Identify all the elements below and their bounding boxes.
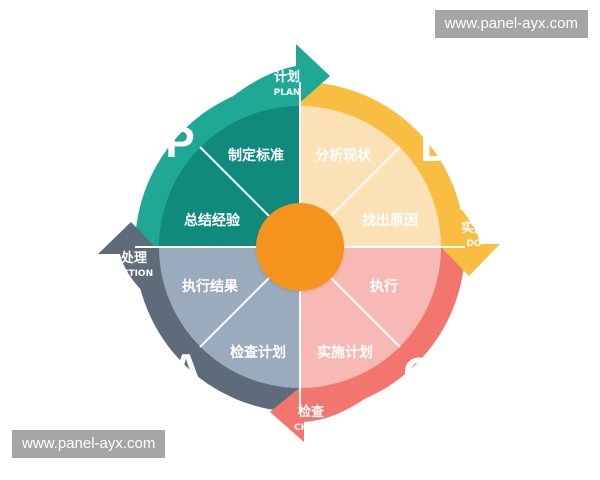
label-action-cn: 处理 <box>120 250 147 266</box>
label-action-en: ACTION <box>115 269 153 279</box>
letter-p: P <box>165 118 194 167</box>
label-plan-cn: 计划 <box>274 69 300 85</box>
label-do-cn: 实施 <box>461 220 487 236</box>
seg-action-2: 执行结果 <box>182 278 239 295</box>
arrow-check <box>270 378 370 442</box>
segment-labels: 制定标准 总结经验 分析现状 找出原因 执行 实施计划 检查计划 执行结果 <box>182 147 418 361</box>
phase-letters: P D C A <box>165 118 452 398</box>
label-check-en: CHECK <box>294 423 329 433</box>
watermark-bottom: www.panel-ayx.com <box>12 430 166 458</box>
seg-plan-2: 总结经验 <box>184 212 241 229</box>
center-circle <box>256 203 344 291</box>
cycle-arrows <box>98 44 500 442</box>
label-do-en: DO <box>466 239 481 249</box>
seg-check-1: 执行 <box>370 278 398 295</box>
arrow-labels: 计划 PLAN 实施 DO 检查 CHECK 处理 ACTION <box>115 69 487 433</box>
watermark-top: www.panel-ayx.com <box>434 10 588 38</box>
seg-do-2: 找出原因 <box>362 212 418 229</box>
label-check-cn: 检查 <box>298 404 325 420</box>
letter-d: D <box>420 122 452 171</box>
letter-a: A <box>170 345 202 394</box>
seg-do-1: 分析现状 <box>315 147 372 164</box>
seg-plan-1: 制定标准 <box>228 147 284 164</box>
arrow-plan <box>232 44 330 110</box>
seg-check-2: 实施计划 <box>317 344 373 361</box>
seg-action-1: 检查计划 <box>230 344 286 361</box>
arrow-do <box>438 210 500 276</box>
label-plan-en: PLAN <box>274 88 301 98</box>
arrow-action <box>98 222 162 292</box>
letter-c: C <box>403 349 435 398</box>
